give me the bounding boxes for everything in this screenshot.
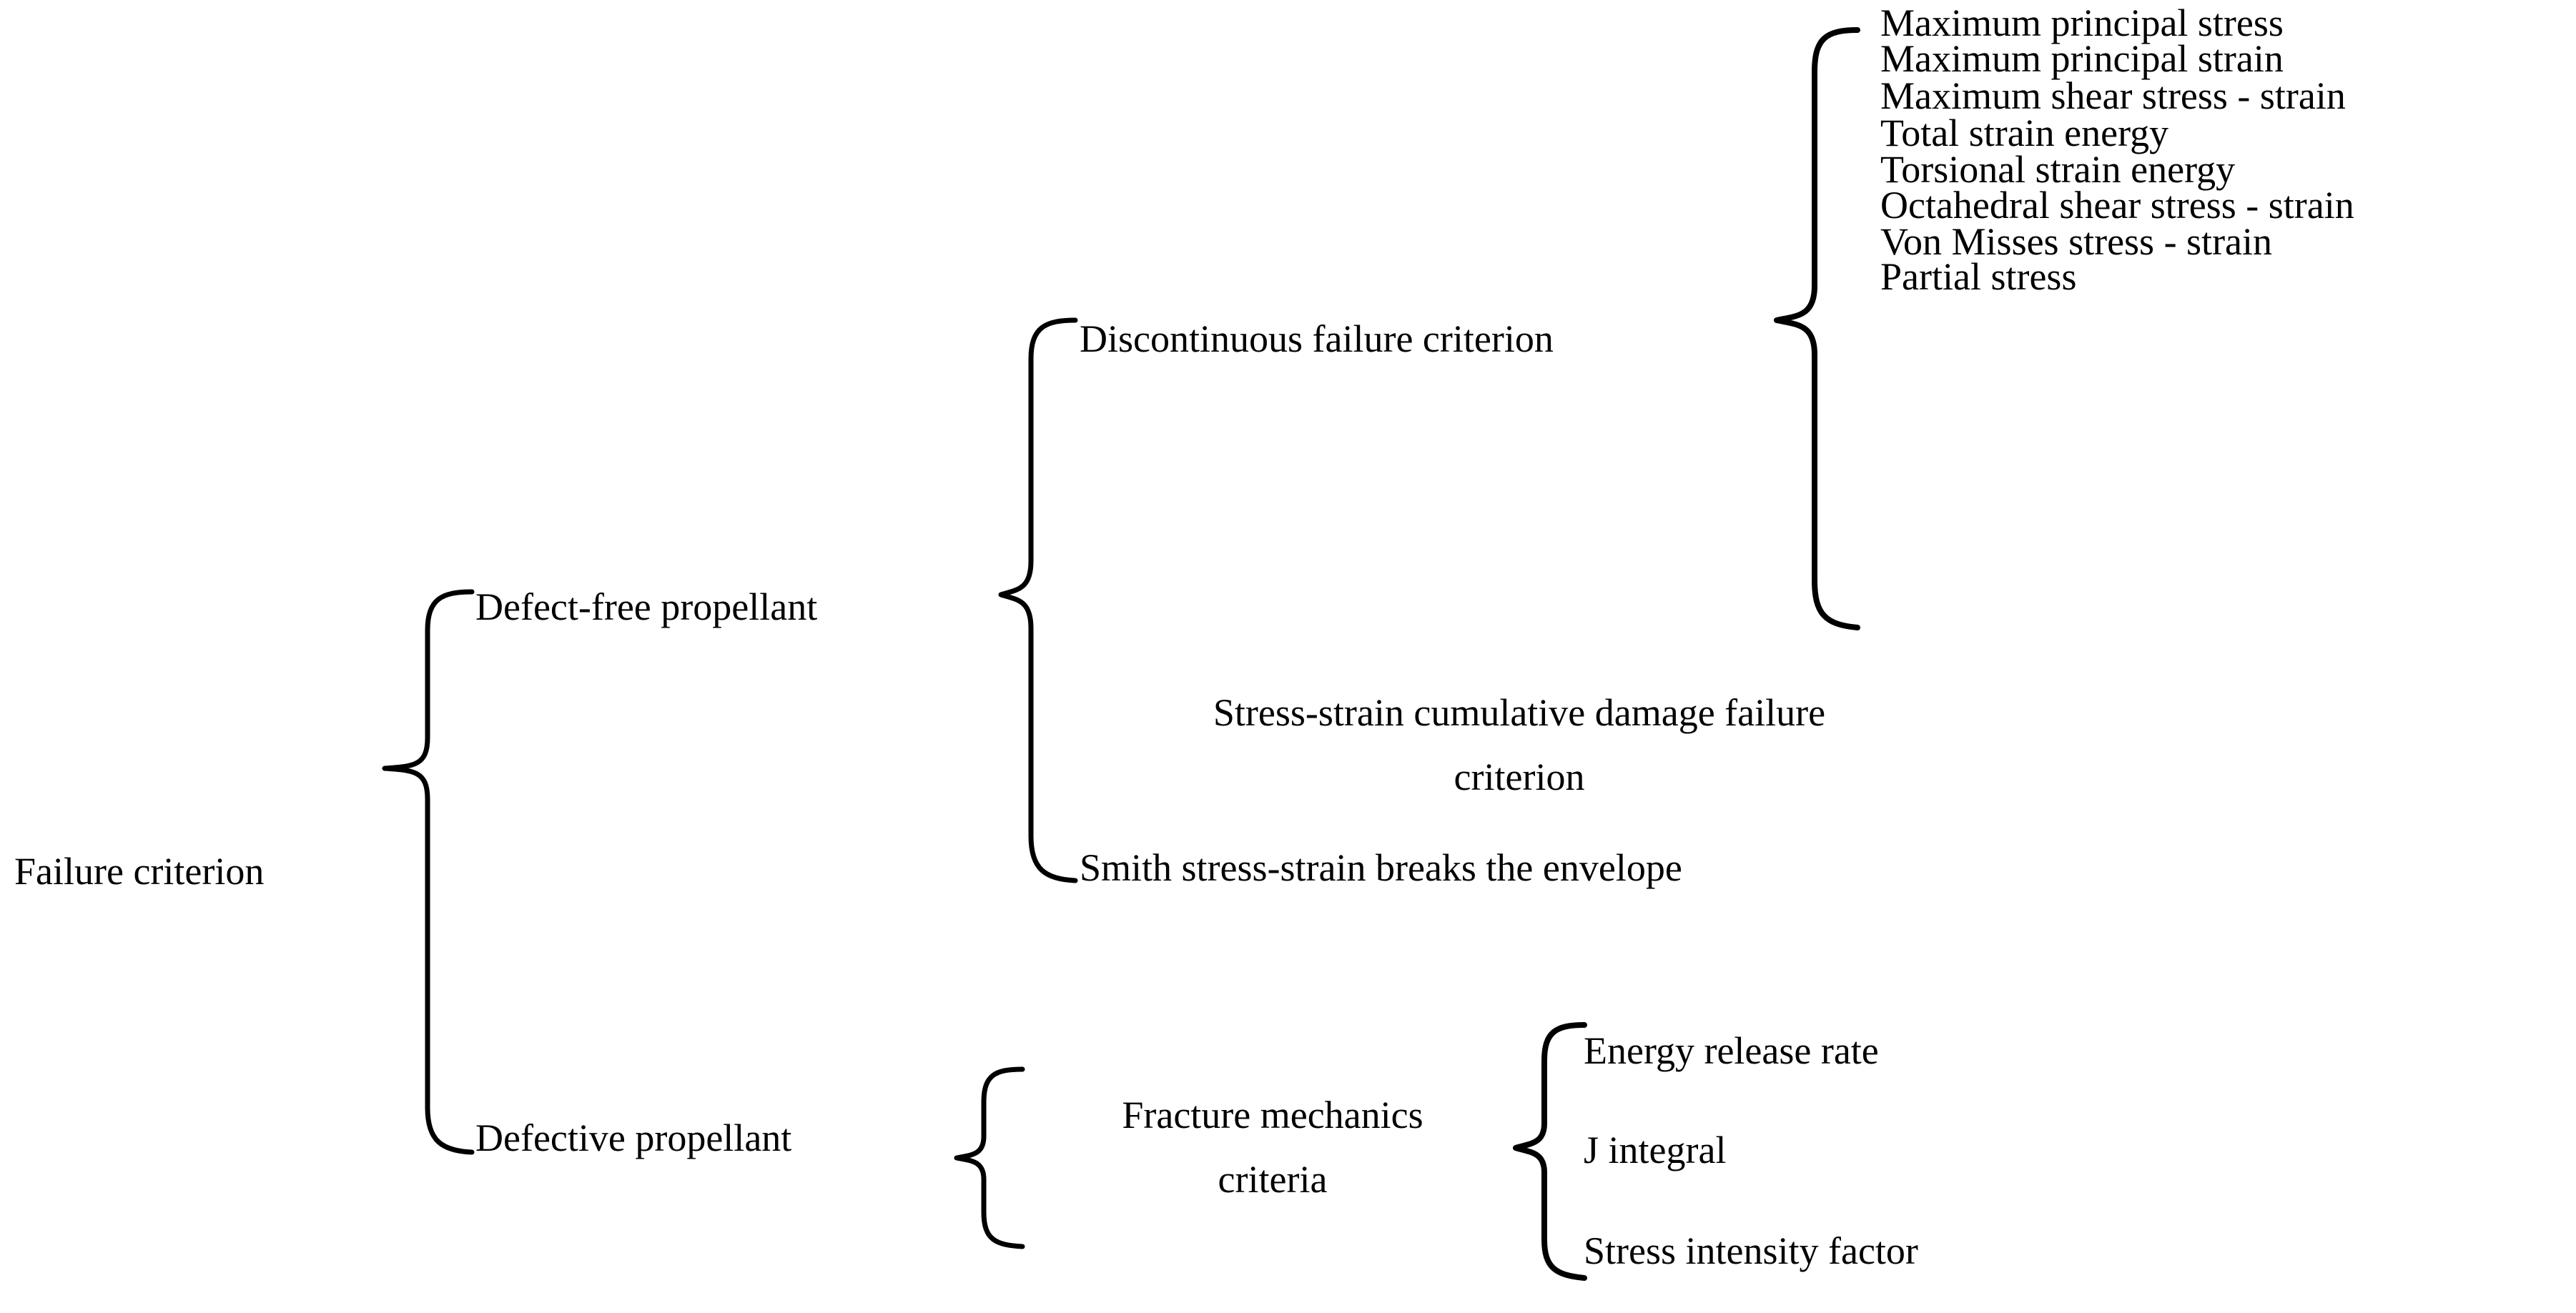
node-discontinuous-failure-criterion: Discontinuous failure criterion (1080, 317, 1554, 360)
leaf-maximum-principal-strain: Maximum principal strain (1880, 37, 2284, 80)
leaf-energy-release-rate: Energy release rate (1584, 1029, 1879, 1072)
fracture-mechanics-line-2: criteria (1218, 1158, 1328, 1201)
node-defective-propellant: Defective propellant (475, 1116, 792, 1159)
brace-root (382, 589, 475, 1155)
root-node-failure-criterion: Failure criterion (14, 850, 265, 893)
brace-defective (954, 1066, 1025, 1249)
leaf-torsional-strain-energy: Torsional strain energy (1880, 148, 2236, 191)
leaf-partial-stress: Partial stress (1880, 255, 2077, 298)
leaf-octahedral-shear-stress-strain: Octahedral shear stress - strain (1880, 184, 2354, 227)
node-cumulative-damage-criterion: Stress-strain cumulative damage failure … (1072, 680, 1966, 809)
node-defect-free-propellant: Defect-free propellant (475, 585, 818, 628)
node-smith-envelope: Smith stress-strain breaks the envelope (1080, 846, 1682, 889)
fracture-mechanics-line-1: Fracture mechanics (1122, 1094, 1423, 1136)
leaf-maximum-principal-stress: Maximum principal stress (1880, 1, 2284, 44)
brace-defect-free (998, 317, 1078, 883)
leaf-total-strain-energy: Total strain energy (1880, 112, 2169, 154)
cumulative-damage-line-1: Stress-strain cumulative damage failure (1213, 691, 1826, 734)
node-fracture-mechanics-criteria: Fracture mechanics criteria (1040, 1083, 1505, 1212)
brace-discontinuous (1774, 27, 1860, 630)
leaf-maximum-shear-stress-strain: Maximum shear stress - strain (1880, 74, 2346, 117)
leaf-von-misses-stress-strain: Von Misses stress - strain (1880, 220, 2273, 263)
leaf-j-integral: J integral (1584, 1129, 1727, 1171)
cumulative-damage-line-2: criterion (1454, 755, 1585, 798)
brace-fracture-mechanics (1513, 1022, 1587, 1281)
leaf-stress-intensity-factor: Stress intensity factor (1584, 1229, 1918, 1272)
